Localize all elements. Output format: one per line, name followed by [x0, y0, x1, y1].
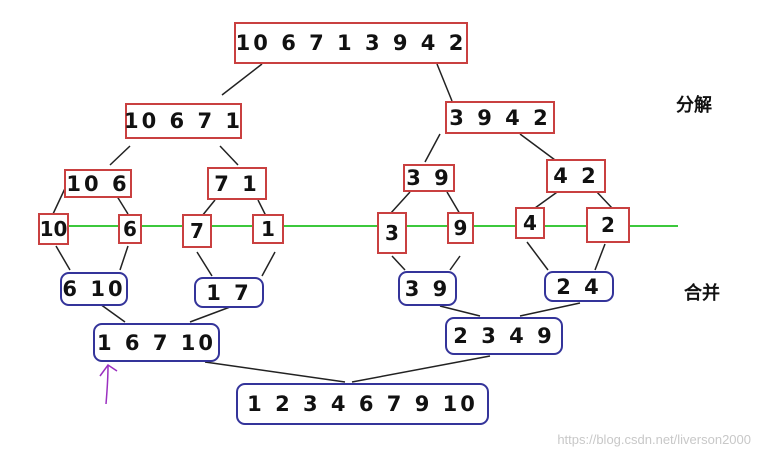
edge-l2-b-leaf-4 [257, 199, 267, 217]
node-l2-a: 10 6 [64, 169, 132, 198]
edge-m2-right-final [351, 355, 491, 383]
edge-l2-b-leaf-3 [201, 199, 216, 217]
leaf-4: 4 [515, 207, 545, 239]
edge-l1-right-l2-c [424, 133, 441, 163]
edge-leaf-2-m1-a [119, 245, 129, 271]
annotation-arrow [99, 363, 118, 405]
merge-node-2-3-4-9: 2 3 4 9 [445, 317, 563, 355]
leaf-10: 10 [38, 213, 69, 245]
leaf-6: 6 [118, 214, 142, 244]
watermark: https://blog.csdn.net/liverson2000 [557, 432, 751, 447]
leaf-3: 3 [377, 212, 407, 254]
edge-leaf-1-m1-a [55, 245, 71, 271]
edge-l2-d-leaf-7 [534, 189, 561, 209]
node-root: 10 6 7 1 3 9 4 2 [234, 22, 468, 64]
edge-root-l1-left [221, 63, 263, 96]
edge-leaf-5-m1-c [391, 255, 406, 271]
label-split: 分解 [676, 95, 712, 116]
edge-l2-d-leaf-8 [594, 189, 613, 209]
merge-node-1-7: 1 7 [194, 277, 264, 308]
merge-node-6-10: 6 10 [60, 272, 128, 306]
edge-root-l1-right [436, 63, 453, 102]
node-l2-d: 4 2 [546, 159, 606, 193]
merge-node-3-9: 3 9 [398, 271, 457, 306]
edge-leaf-8-m1-d [594, 243, 606, 271]
edge-l1-right-l2-d [519, 133, 556, 161]
label-merge: 合并 [684, 283, 720, 304]
edge-m1-d-m2-right [519, 302, 581, 317]
leaf-9: 9 [447, 212, 474, 244]
leaf-2: 2 [586, 207, 630, 243]
leaf-7: 7 [182, 214, 212, 248]
edge-m1-b-m2-left [189, 306, 231, 323]
edge-leaf-6-m1-c [449, 255, 461, 271]
merge-node-1-6-7-10: 1 6 7 10 [93, 323, 220, 362]
edge-m1-c-m2-right [439, 305, 481, 317]
edge-m2-left-final [204, 361, 346, 383]
edge-m1-a-m2-left [99, 303, 126, 323]
node-l2-c: 3 9 [403, 164, 455, 192]
edge-l1-left-l2-a [109, 145, 131, 166]
edge-leaf-7-m1-d [526, 241, 549, 271]
leaf-1: 1 [252, 214, 284, 244]
edge-l2-c-leaf-6 [446, 191, 461, 215]
edge-leaf-4-m1-b [261, 251, 276, 277]
node-l2-b: 7 1 [207, 167, 267, 200]
edge-leaf-3-m1-b [196, 251, 213, 277]
merge-node-2-4: 2 4 [544, 271, 614, 302]
node-l1-right: 3 9 4 2 [445, 101, 555, 134]
node-l1-left: 10 6 7 1 [124, 103, 242, 139]
merge-node-final: 1 2 3 4 6 7 9 10 [236, 383, 489, 425]
edge-l1-left-l2-b [219, 145, 239, 166]
edge-l2-c-leaf-5 [389, 191, 411, 215]
